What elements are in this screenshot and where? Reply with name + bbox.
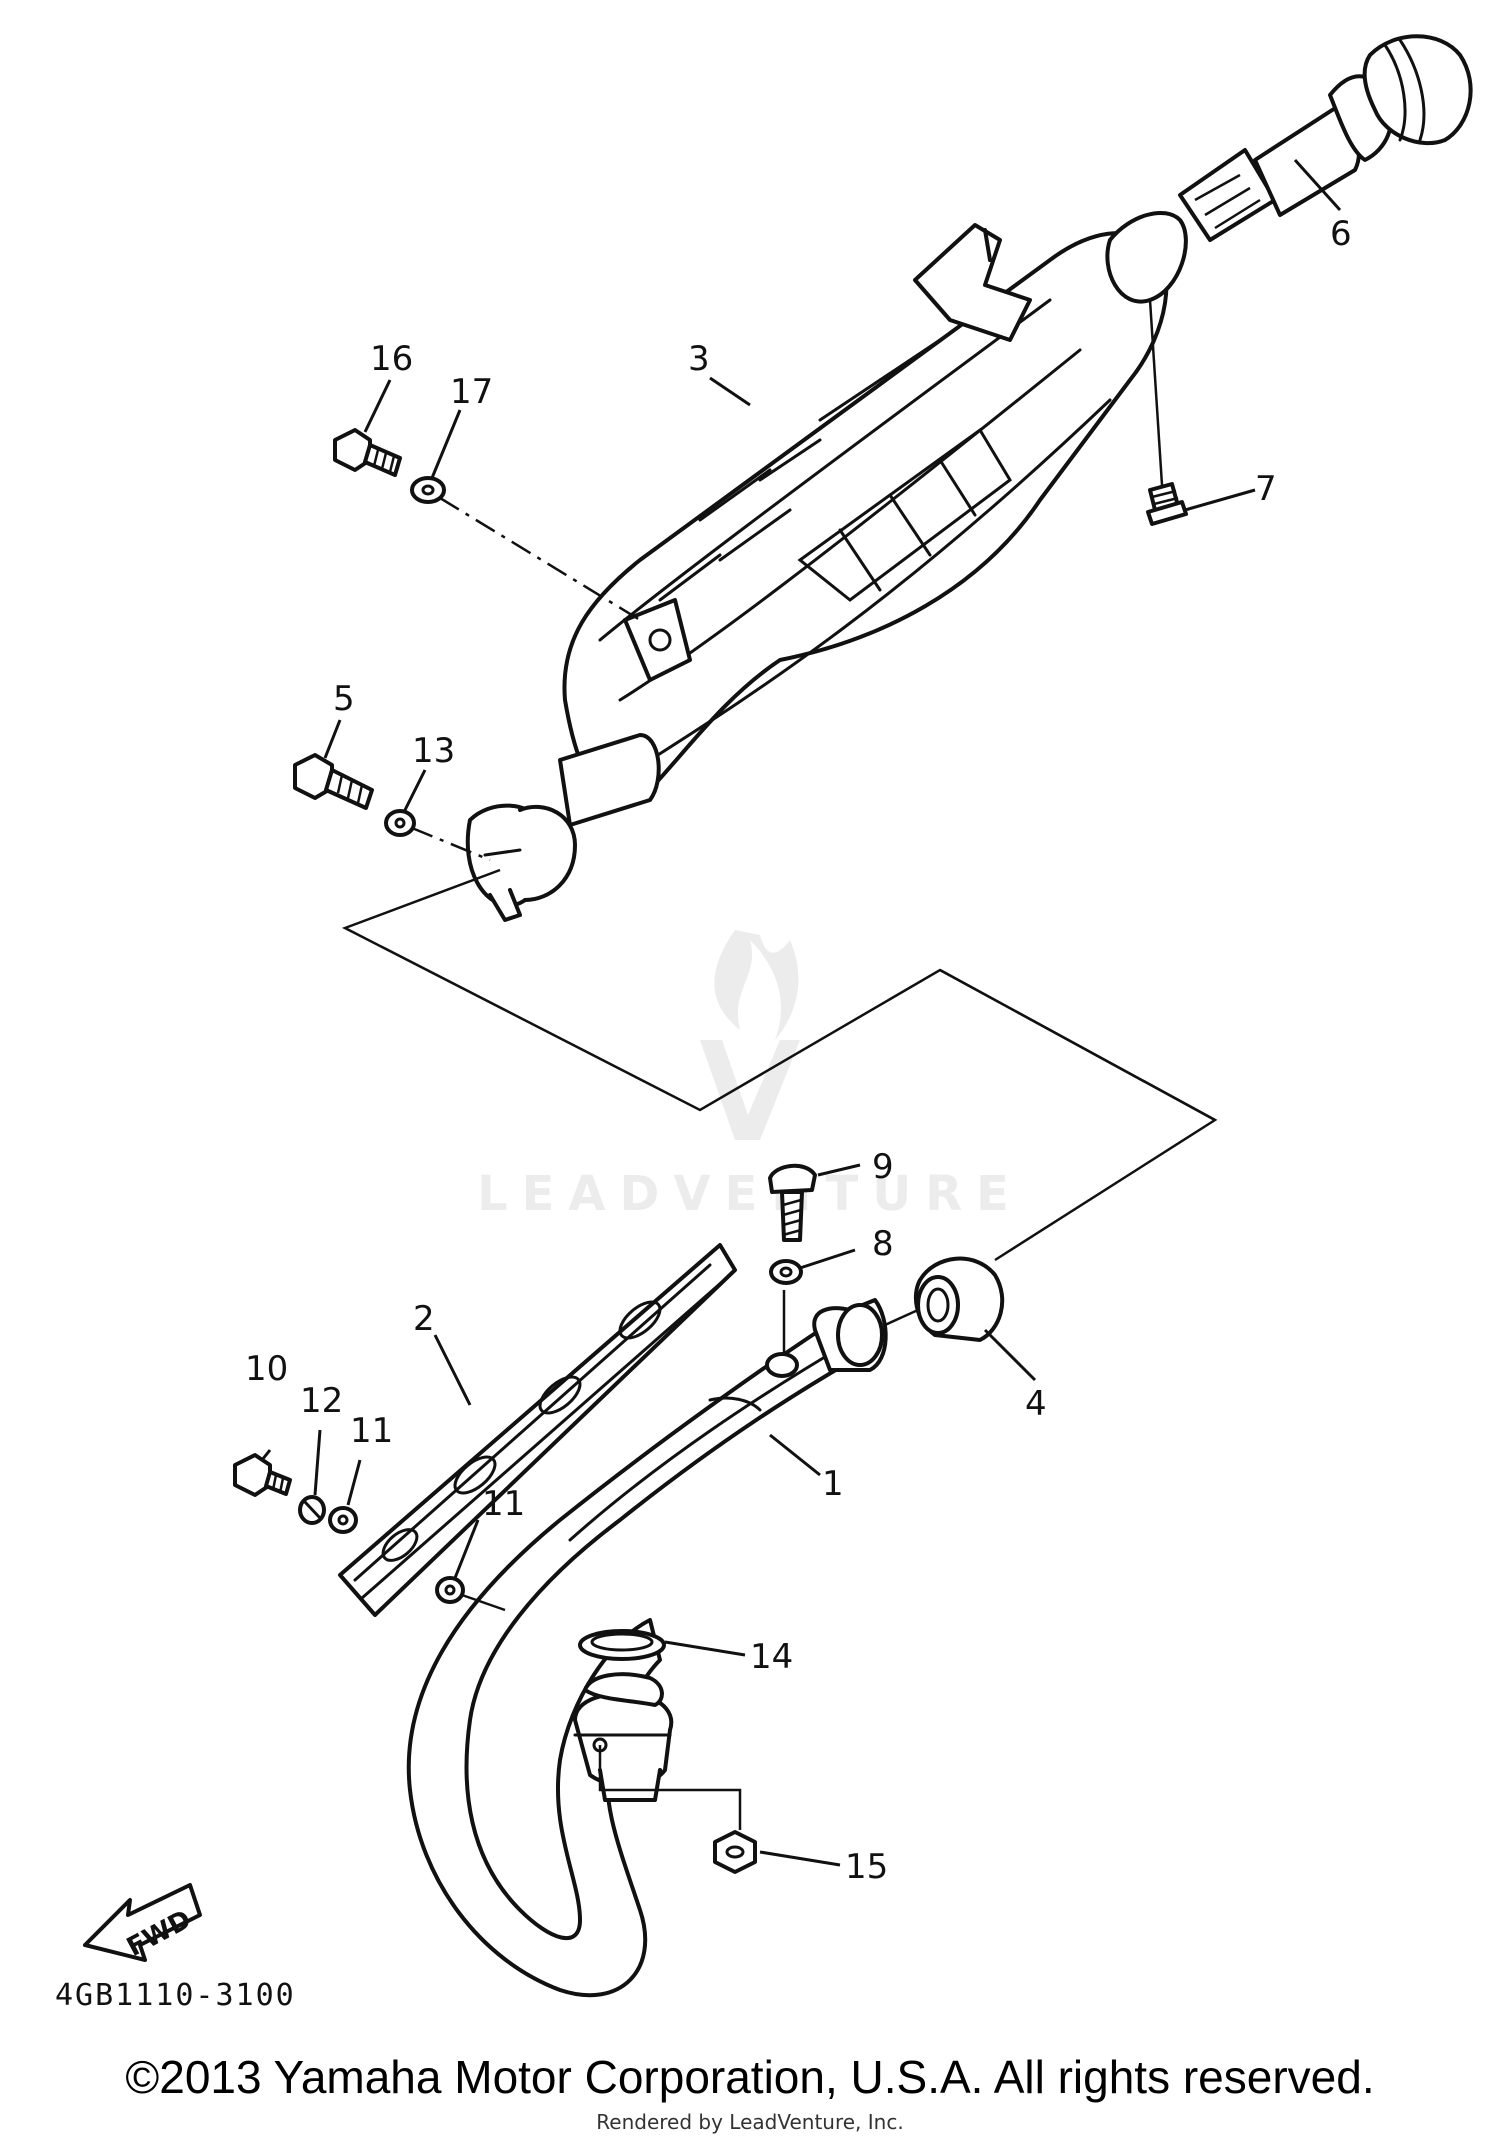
copyright-notice: ©2013 Yamaha Motor Corporation, U.S.A. A…	[125, 2051, 1375, 2103]
callout-11a: 11	[350, 1411, 393, 1451]
callout-10: 10	[245, 1349, 288, 1389]
mount-line-16	[439, 496, 641, 622]
nut-15	[713, 1830, 757, 1874]
washer-12	[298, 1495, 326, 1525]
callout-17: 17	[450, 372, 493, 412]
callout-labels: 3 6 7 16 17 5 13 9 8 4 2 1 10 12 11 11 1…	[245, 214, 1352, 1887]
tailpipe	[1178, 34, 1473, 242]
leader-lines	[260, 158, 1342, 1867]
gasket-4	[913, 1256, 1005, 1342]
callout-11b: 11	[482, 1484, 525, 1524]
bolt-10	[233, 1453, 292, 1497]
exhaust-pipe	[406, 1298, 888, 1998]
callout-12: 12	[300, 1381, 343, 1421]
heat-shield-2	[338, 1243, 737, 1617]
callout-15: 15	[845, 1847, 888, 1887]
callout-1: 1	[822, 1464, 844, 1504]
bolt-5	[293, 753, 374, 810]
callout-2: 2	[413, 1299, 435, 1339]
diagram-code: 4GB1110-3100	[55, 1978, 296, 2013]
washer-8	[769, 1259, 803, 1285]
nut-15-line	[598, 1745, 742, 1830]
watermark-text: LEADVENTURE	[477, 1166, 1023, 1222]
washer-11a	[328, 1506, 358, 1534]
assembly-outline	[341, 868, 1218, 1262]
callout-14: 14	[750, 1637, 793, 1677]
fwd-arrow-icon: FWD	[83, 1883, 202, 1963]
callout-13: 13	[412, 731, 455, 771]
leadventure-watermark: LEADVENTURE	[477, 930, 1023, 1222]
bolt-9	[768, 1163, 817, 1242]
washer-11b-line	[461, 1593, 506, 1612]
callout-6: 6	[1330, 214, 1352, 254]
mount-line-5	[411, 826, 491, 862]
screw-7-line	[1148, 299, 1164, 486]
washer-11b	[435, 1576, 465, 1604]
callout-16: 16	[370, 339, 413, 379]
bolt-16	[333, 428, 402, 477]
callout-3: 3	[688, 339, 710, 379]
callout-8: 8	[872, 1224, 894, 1264]
callout-7: 7	[1255, 469, 1277, 509]
callout-5: 5	[333, 679, 355, 719]
washer-13	[384, 809, 416, 837]
gasket-14	[578, 1629, 666, 1661]
muffler	[465, 210, 1188, 922]
callout-4: 4	[1025, 1384, 1047, 1424]
screw-7	[1146, 482, 1188, 526]
rendered-by-credit: Rendered by LeadVenture, Inc.	[596, 2110, 904, 2134]
callout-9: 9	[872, 1147, 894, 1187]
washer-17	[410, 476, 446, 504]
gasket-4-line	[884, 1308, 919, 1327]
